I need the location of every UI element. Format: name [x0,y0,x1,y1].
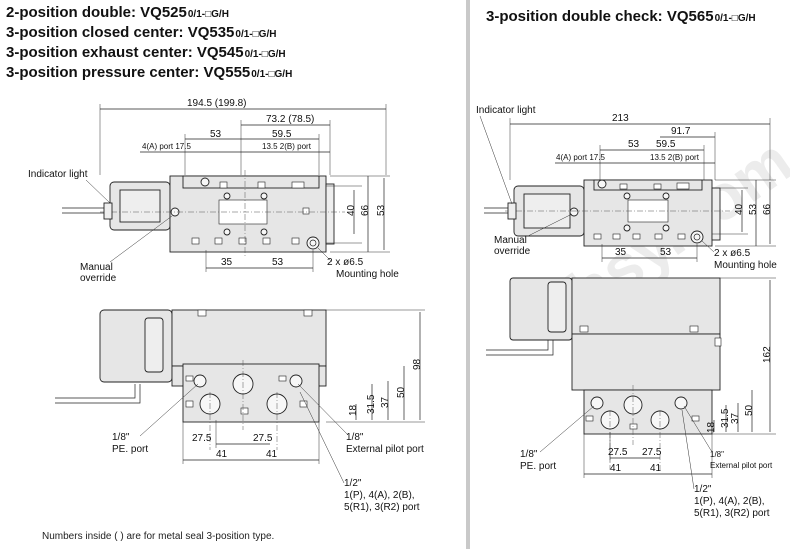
dim-r-91-7: 91.7 [671,126,691,137]
label-ext-size: 1/8" [346,432,364,443]
left-title-block: 2-position double: VQ5250/1-□G/H 3-posit… [6,4,292,84]
title-vq525: 2-position double: VQ5250/1-□G/H [6,4,229,21]
title-vq535: 3-position closed center: VQ5350/1-□G/H [6,24,277,41]
dim-h98: 98 [412,358,423,370]
label-r-main-ports-2: 5(R1), 3(R2) port [694,508,770,519]
dim-b35: 35 [221,257,233,268]
dim-53-top: 53 [210,129,222,140]
panel-divider [466,0,470,549]
title-vq545: 3-position exhaust center: VQ5450/1-□G/H [6,44,286,61]
label-indicator-light: Indicator light [28,169,88,180]
label-r-ext-pilot-port: External pilot port [710,461,773,470]
dim-r-b53: 53 [660,247,672,258]
label-r-mounting-hole: Mounting hole [714,260,777,271]
title-vq565: 3-position double check: VQ5650/1-□G/H [486,8,756,25]
dim-r-h37: 37 [730,412,741,424]
left-top-view: 194.5 (199.8) 73.2 (78.5) 53 59.5 4(A) p… [28,98,399,284]
dim-r-h40: 40 [734,203,745,215]
dim-h31-5: 31.5 [366,394,377,414]
label-main-ports-2: 5(R1), 3(R2) port [344,502,420,513]
dim-r-port-2b: 13.5 2(B) port [650,153,700,162]
dim-h50: 50 [396,386,407,398]
label-r-pe-size: 1/8" [520,449,538,460]
dim-h40: 40 [346,204,357,216]
label-r-override: override [494,246,531,257]
dim-overall-length: 194.5 (199.8) [187,98,247,109]
dim-port-4a: 4(A) port 17.5 [142,142,191,151]
label-manual: Manual [80,262,113,273]
label-override: override [80,273,117,284]
label-r-manual: Manual [494,235,527,246]
label-pe-size: 1/8" [112,432,130,443]
left-side-view: 98 50 37 31.5 18 27.5 27.5 41 41 1/8" PE… [55,309,425,513]
label-main-ports-1: 1(P), 4(A), 2(B), [344,490,415,501]
label-r-main-ports-1: 1(P), 4(A), 2(B), [694,496,765,507]
dim-r-h31-5: 31.5 [720,408,731,428]
dim-r-53-top: 53 [628,139,640,150]
label-main-size: 1/2" [344,478,362,489]
footnote: Numbers inside ( ) are for metal seal 3-… [42,531,275,542]
right-side-view: 162 50 37 31.5 18 27.5 27.5 41 41 1/8" P… [486,277,776,519]
label-r-main-size: 1/2" [694,484,712,495]
dim-r-h53: 53 [748,203,759,215]
dim-r-holes: 2 x ø6.5 [714,248,751,259]
dim-r-h162: 162 [762,346,773,363]
dim-r-b35: 35 [615,247,627,258]
label-r-pe-port: PE. port [520,461,556,472]
dim-r-overall-length: 213 [612,113,629,124]
dim-h66: 66 [360,204,371,216]
dim-w27-5-b: 27.5 [253,433,273,444]
dim-r-w41-a: 41 [610,463,622,474]
title-vq555: 3-position pressure center: VQ5550/1-□G/… [6,64,293,81]
label-r-indicator-light: Indicator light [476,105,536,116]
dim-h18: 18 [348,404,359,416]
dim-h53: 53 [376,204,387,216]
dim-holes: 2 x ø6.5 [327,257,364,268]
dim-r-port-4a: 4(A) port 17.5 [556,153,605,162]
dim-w41-a: 41 [216,449,228,460]
dim-73-2: 73.2 (78.5) [266,114,314,125]
dim-w27-5-a: 27.5 [192,433,212,444]
dim-r-w27-5-b: 27.5 [642,447,662,458]
dim-r-w27-5-a: 27.5 [608,447,628,458]
label-r-ext-size: 1/8" [710,450,724,459]
label-pe-port: PE. port [112,444,148,455]
dim-w41-b: 41 [266,449,278,460]
dim-port-2b: 13.5 2(B) port [262,142,312,151]
dim-r-59-5: 59.5 [656,139,676,150]
dim-r-h50: 50 [744,404,755,416]
dim-r-h66: 66 [762,203,773,215]
dim-h37: 37 [380,396,391,408]
right-top-view: 213 91.7 53 59.5 4(A) port 17.5 13.5 2(B… [476,105,777,271]
dim-b53: 53 [272,257,284,268]
label-mounting-hole: Mounting hole [336,269,399,280]
dim-r-w41-b: 41 [650,463,662,474]
dim-r-h18: 18 [706,421,717,433]
label-ext-pilot-port: External pilot port [346,444,424,455]
dim-59-5: 59.5 [272,129,292,140]
